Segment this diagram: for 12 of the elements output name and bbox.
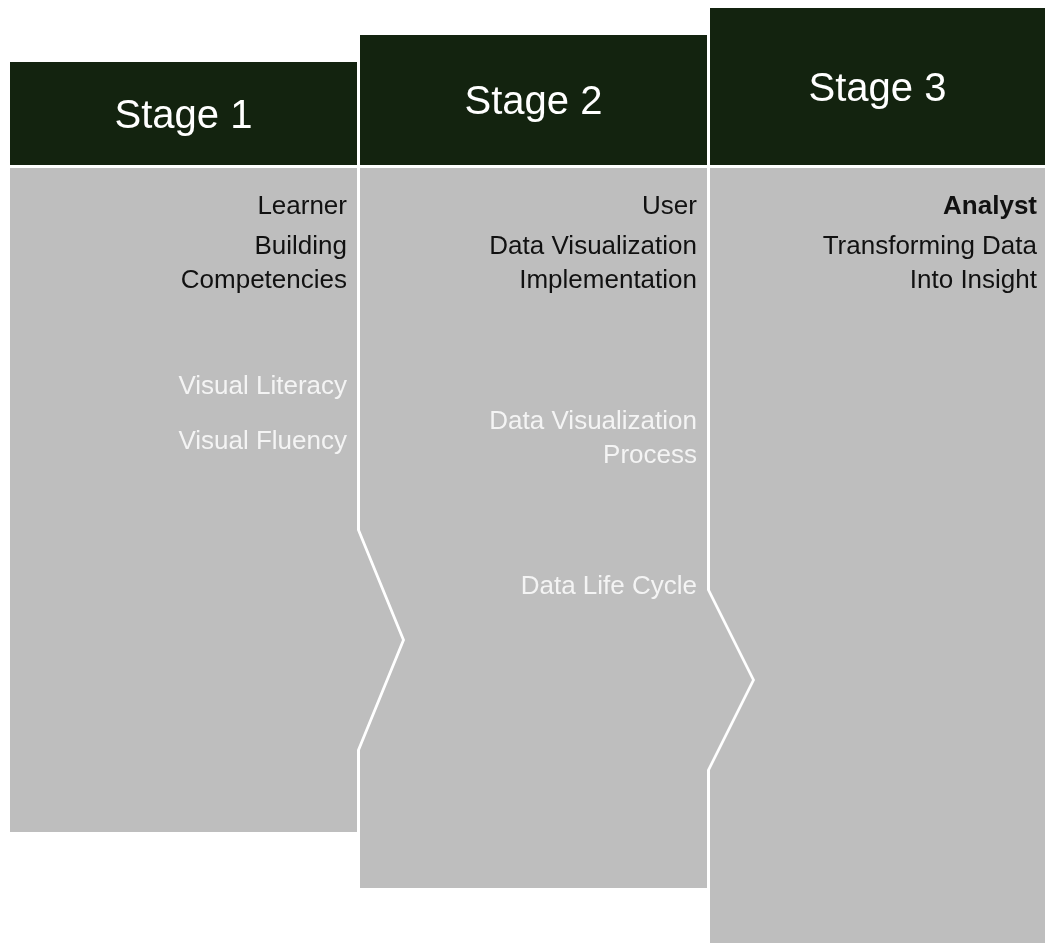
stage-description: Data Visualization Implementation	[488, 229, 697, 296]
stage-title: Stage 1	[114, 91, 253, 136]
stage-header	[360, 35, 707, 165]
stage-description: Building Competencies	[179, 229, 347, 296]
stage-title: Stage 2	[464, 78, 603, 122]
stage-header	[710, 8, 1045, 165]
stage-header	[10, 62, 357, 165]
stage-description: Transforming Data Into Insight	[821, 229, 1037, 296]
stage-title: Stage 3	[808, 64, 947, 109]
role-label: Analyst	[942, 189, 1037, 222]
role-label: Learner	[256, 189, 347, 222]
role-label: User	[641, 189, 697, 222]
